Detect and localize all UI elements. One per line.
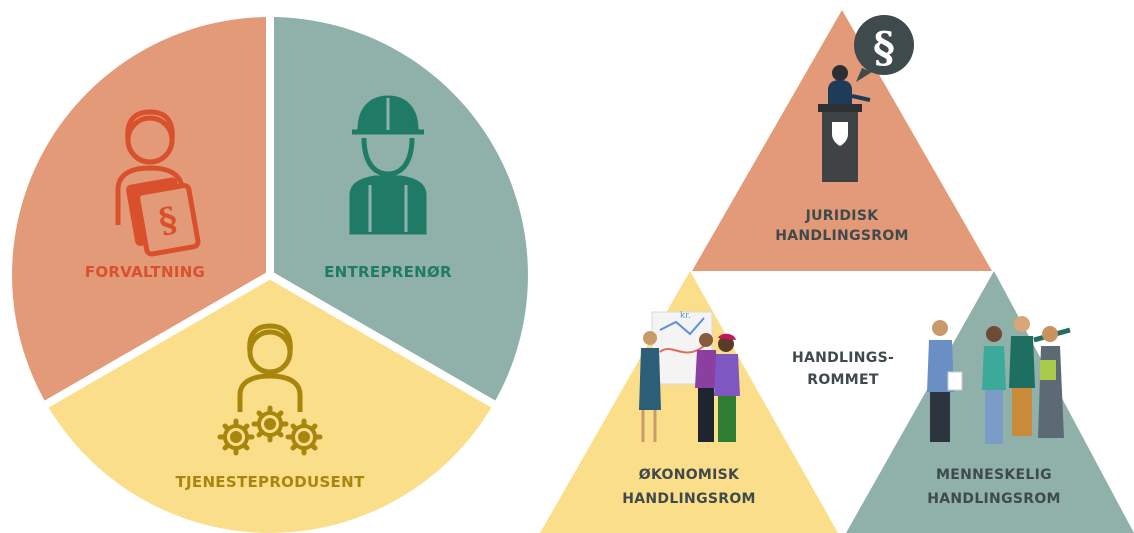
- role-pie: §: [12, 15, 528, 533]
- juridisk-label-line2: HANDLINGSROM: [775, 228, 909, 244]
- woman-with-gears-icon: [217, 323, 323, 456]
- section-sign-icon: §: [873, 23, 895, 72]
- pie-label-forvaltning: FORVALTNING: [85, 263, 205, 281]
- pie-label-tjenesteprodusent: TJENESTEPRODUSENT: [175, 473, 364, 491]
- svg-text:kr.: kr.: [680, 311, 691, 321]
- okonomisk-label-line1: ØKONOMISK: [639, 467, 740, 483]
- woman-with-law-document-icon: §: [115, 109, 201, 257]
- pie-segment-tjenesteprodusent: [46, 275, 494, 533]
- center-label-line1: HANDLINGS-: [792, 350, 894, 366]
- worker-hardhat-icon: [349, 95, 427, 235]
- juridisk-label-line1: JURIDISK: [805, 208, 880, 224]
- menneskelig-label-line2: HANDLINGSROM: [927, 491, 1061, 507]
- okonomisk-label-line2: HANDLINGSROM: [622, 491, 756, 507]
- menneskelig-label-line1: MENNESKELIG: [936, 467, 1052, 483]
- people-group-illustration: [927, 316, 1071, 444]
- triangle-okonomisk: [540, 271, 838, 533]
- speaker-podium-illustration: §: [818, 15, 914, 182]
- triangle-okonomisk-tip: [674, 274, 706, 302]
- action-space-pyramid: § kr.: [540, 10, 1134, 533]
- center-label-line2: ROMMET: [807, 372, 879, 388]
- pie-label-entreprenor: ENTREPRENØR: [324, 263, 452, 281]
- economists-whiteboard-illustration: kr.: [639, 311, 740, 442]
